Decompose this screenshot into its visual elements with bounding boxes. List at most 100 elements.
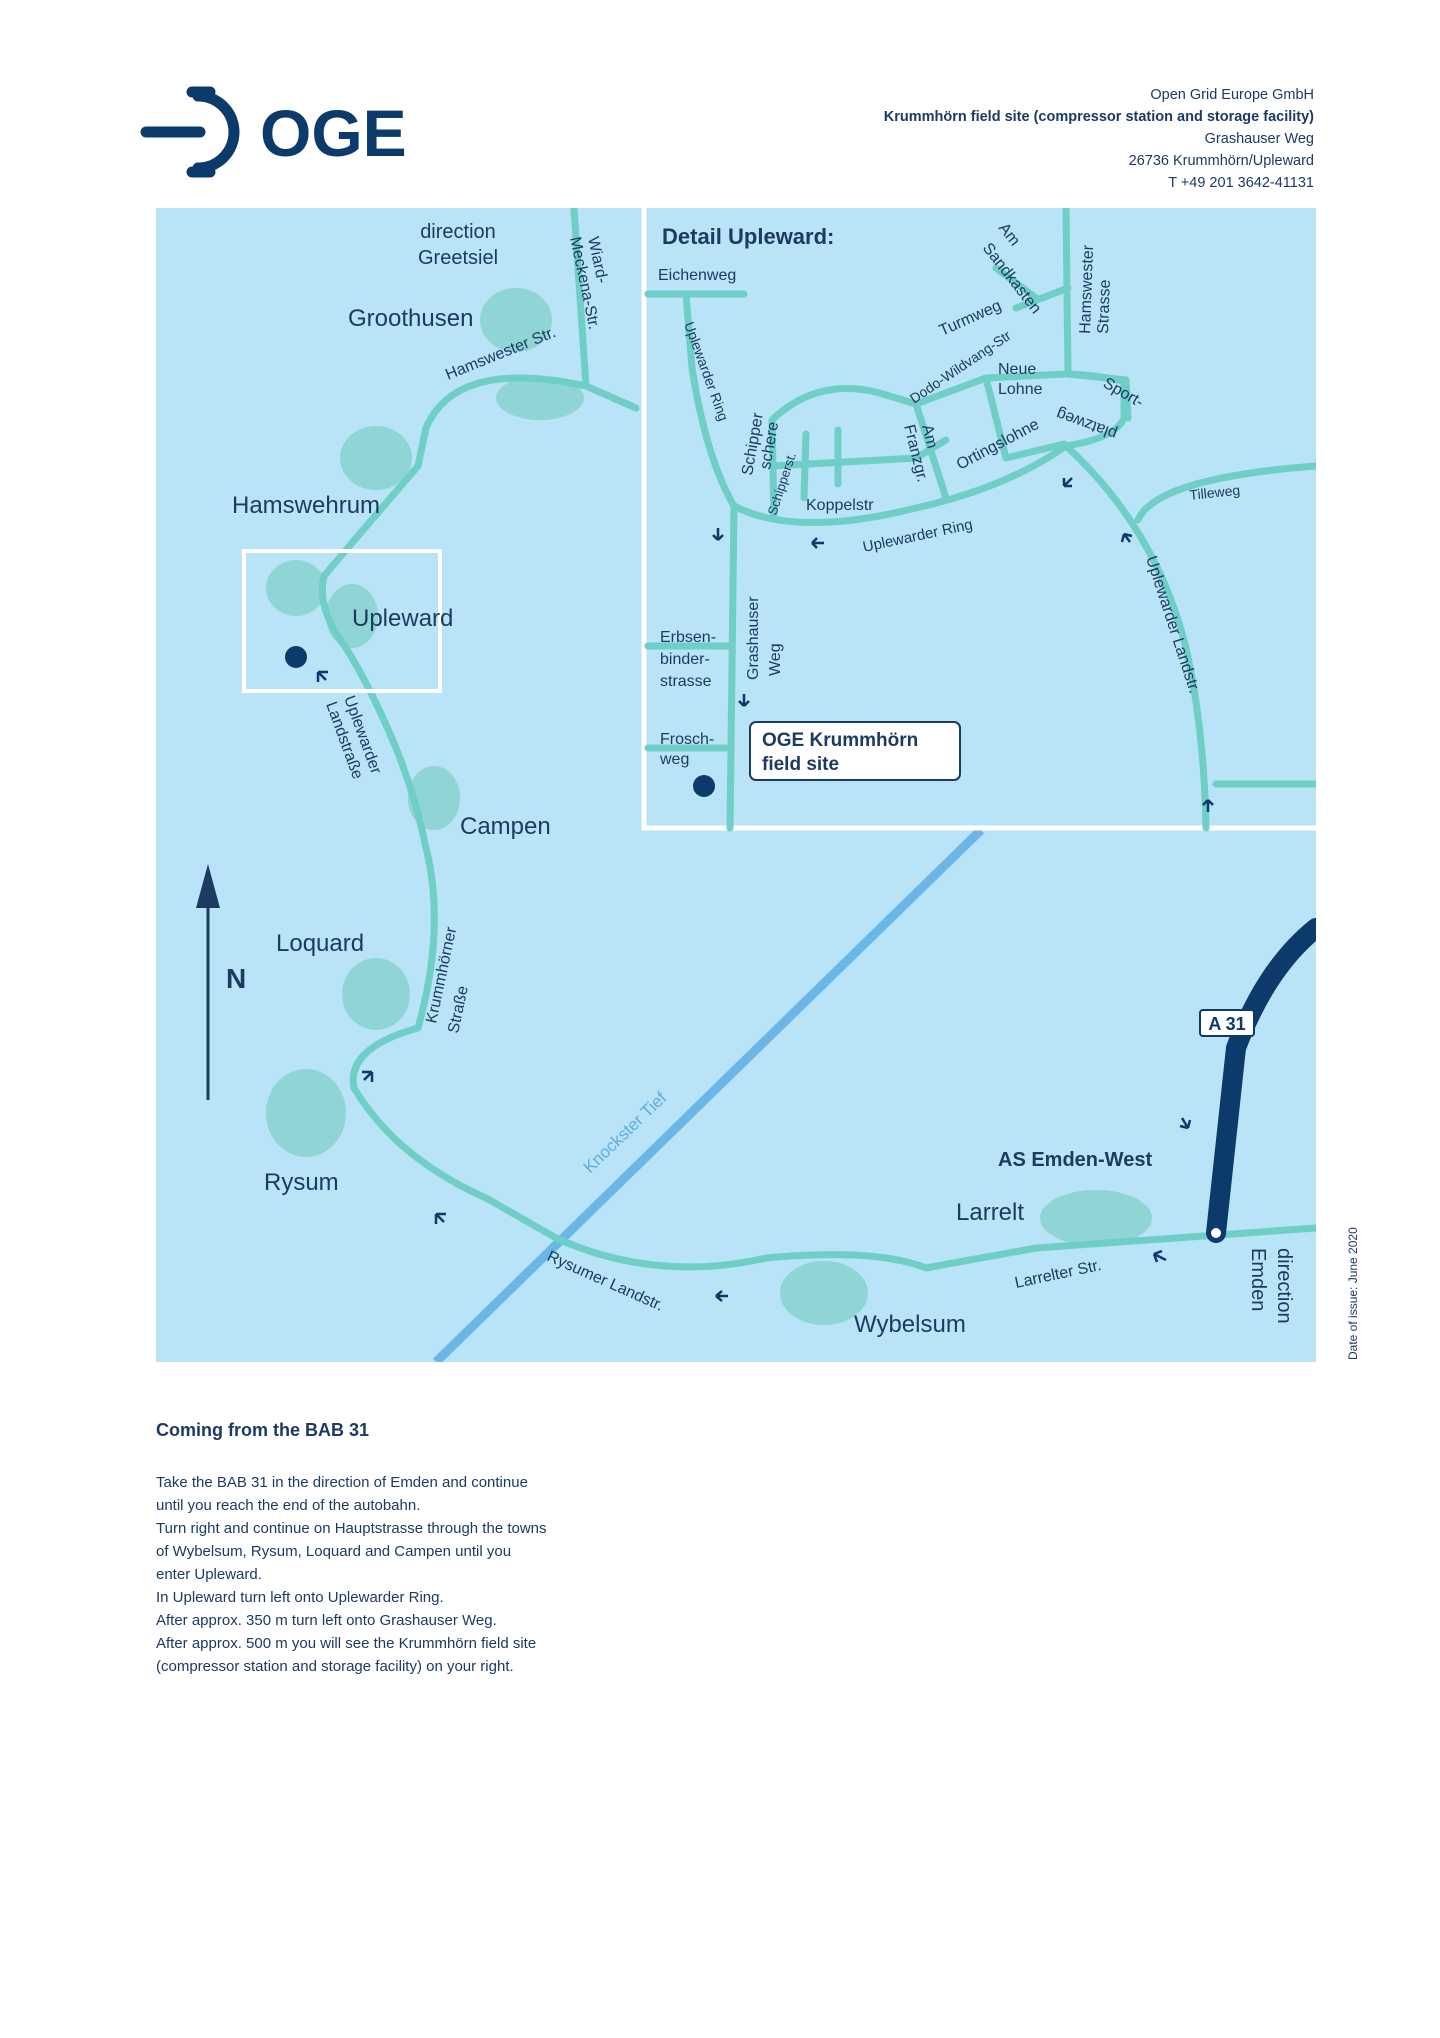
phone: T +49 201 3642-41131 [1168, 175, 1314, 191]
detail-inset: Detail Upleward: Eichenweg Uplewarder Ri… [641, 208, 1316, 832]
label-erbsen-2: binder- [660, 651, 710, 668]
label-neue-lohne-2: Lohne [998, 381, 1043, 398]
dodo-wildvang-road [768, 370, 1070, 424]
roads [318, 208, 1316, 1272]
city: 26736 Krummhörn/Upleward [1128, 153, 1314, 169]
wybelsum-area [780, 1261, 868, 1325]
arrow-detail-2 [738, 694, 750, 707]
site-callout-line-2: field site [762, 754, 839, 775]
label-frosch-1: Frosch- [660, 731, 714, 748]
detail-arrows [712, 477, 1214, 812]
label-frosch-2: weg [659, 751, 689, 768]
label-neue-lohne-1: Neue [998, 361, 1036, 378]
groothusen-area [480, 288, 552, 352]
north-streets [992, 264, 1132, 422]
arrow-detail-5 [1120, 532, 1133, 543]
village-areas [266, 288, 1152, 1325]
arrow-rysumer [715, 1290, 728, 1302]
road-east-groothusen [582, 382, 640, 412]
loquard-area [342, 958, 410, 1030]
label-direction-greetsiel-2: Greetsiel [418, 247, 498, 269]
label-loquard: Loquard [276, 930, 364, 957]
oge-logo-mark-icon [140, 86, 240, 178]
highway-exit-marker [1211, 1228, 1221, 1238]
label-direction-emden-1: direction [1273, 1248, 1295, 1324]
directions-line: enter Upleward. [156, 1566, 262, 1583]
larrelt-area [1040, 1190, 1152, 1246]
arrow-larrelt [1152, 1249, 1167, 1263]
oge-logo: OGE [140, 86, 407, 178]
upleward-highlight-box [242, 549, 442, 693]
label-hamswehrum: Hamswehrum [232, 492, 380, 519]
uplewarder-landstr-road [1062, 442, 1210, 832]
label-rysum: Rysum [264, 1169, 339, 1196]
site-callout [749, 721, 961, 781]
a31-label: A 31 [1208, 1014, 1245, 1034]
oge-logo-wordmark: OGE [260, 96, 407, 170]
directions-section: Coming from the BAB 31 Take the BAB 31 i… [156, 1420, 716, 1678]
label-grashauser-2: Weg [767, 643, 784, 676]
label-eichenweg: Eichenweg [658, 267, 736, 284]
label-campen: Campen [460, 813, 551, 840]
label-grashauser-1: Grashauser [745, 596, 762, 680]
rysum-area [266, 1069, 346, 1157]
label-koppelstr: Koppelstr [806, 497, 874, 514]
directions-heading: Coming from the BAB 31 [156, 1420, 370, 1440]
north-label: N [226, 963, 246, 994]
site-marker [285, 646, 307, 668]
detail-title: Detail Upleward: [662, 224, 834, 249]
arrow-detail-4 [1062, 477, 1073, 488]
directions-line: of Wybelsum, Rysum, Loquard and Campen u… [156, 1543, 512, 1560]
address-block: Open Grid Europe GmbH Krummhörn field si… [884, 84, 1314, 194]
a31-highway [1206, 918, 1316, 1243]
inner-streets [768, 400, 950, 502]
tilleweg-road [1134, 462, 1316, 524]
label-upleward: Upleward [352, 605, 453, 632]
map-canvas: A 31 N direction Greetsiel Groothusen Ha… [156, 208, 1316, 1362]
directions-line: After approx. 500 m you will see the Kru… [156, 1635, 537, 1652]
detail-site-marker [693, 775, 715, 797]
label-direction-emden-2: Emden [1247, 1248, 1269, 1311]
side-streets [644, 642, 1316, 788]
uplewarder-ring-west [682, 290, 738, 832]
label-larrelt: Larrelt [956, 1199, 1024, 1226]
ortingslohne-road [982, 374, 1068, 462]
label-as-emden-west: AS Emden-West [998, 1149, 1152, 1171]
detail-inset-frame [641, 208, 1316, 831]
label-am-franzgr-1: Am [918, 423, 940, 450]
main-road-route [318, 374, 1316, 1272]
wiard-meckena-str-road [570, 208, 590, 390]
label-tilleweg: Tilleweg [1189, 482, 1241, 503]
arrow-detail-1 [712, 528, 724, 541]
arrow-upleward [316, 670, 328, 682]
label-groothusen: Groothusen [348, 305, 473, 332]
label-direction-greetsiel-1: direction [420, 221, 496, 243]
hamswehrum-area [340, 426, 412, 490]
label-hamswester-strasse-2: Strasse [1095, 279, 1114, 334]
arrow-rysum [434, 1212, 446, 1224]
upleward-area-west [266, 560, 326, 616]
label-hamswester-strasse-1: Hamswester [1077, 244, 1097, 334]
groothusen-area-south [496, 376, 584, 420]
label-wybelsum: Wybelsum [854, 1311, 966, 1338]
directions-line: In Upleward turn left onto Uplewarder Ri… [156, 1589, 444, 1606]
north-arrow-icon [196, 864, 220, 1100]
arrow-detail-6 [1202, 799, 1214, 812]
place-labels: direction Greetsiel Groothusen Hamswehru… [232, 221, 1295, 1338]
arrow-detail-3 [811, 537, 824, 549]
directions-line: Turn right and continue on Hauptstrasse … [156, 1520, 547, 1537]
route-arrows [316, 670, 1192, 1302]
route-map: A 31 N direction Greetsiel Groothusen Ha… [156, 208, 1316, 1362]
detail-roads [644, 208, 1316, 832]
directions-line: Take the BAB 31 in the direction of Emde… [156, 1474, 528, 1491]
directions-line: After approx. 350 m turn left onto Grash… [156, 1612, 497, 1629]
directions-line: until you reach the end of the autobahn. [156, 1497, 421, 1514]
arrow-loquard [362, 1070, 374, 1082]
street: Grashauser Weg [1204, 131, 1314, 147]
site-callout-line-1: OGE Krummhörn [762, 730, 918, 751]
arrow-a31 [1179, 1117, 1192, 1130]
date-of-issue: Date of issue: June 2020 [1346, 1227, 1360, 1360]
label-erbsen-1: Erbsen- [660, 629, 716, 646]
directions-line: (compressor station and storage facility… [156, 1658, 514, 1675]
label-erbsen-3: strasse [660, 673, 712, 690]
